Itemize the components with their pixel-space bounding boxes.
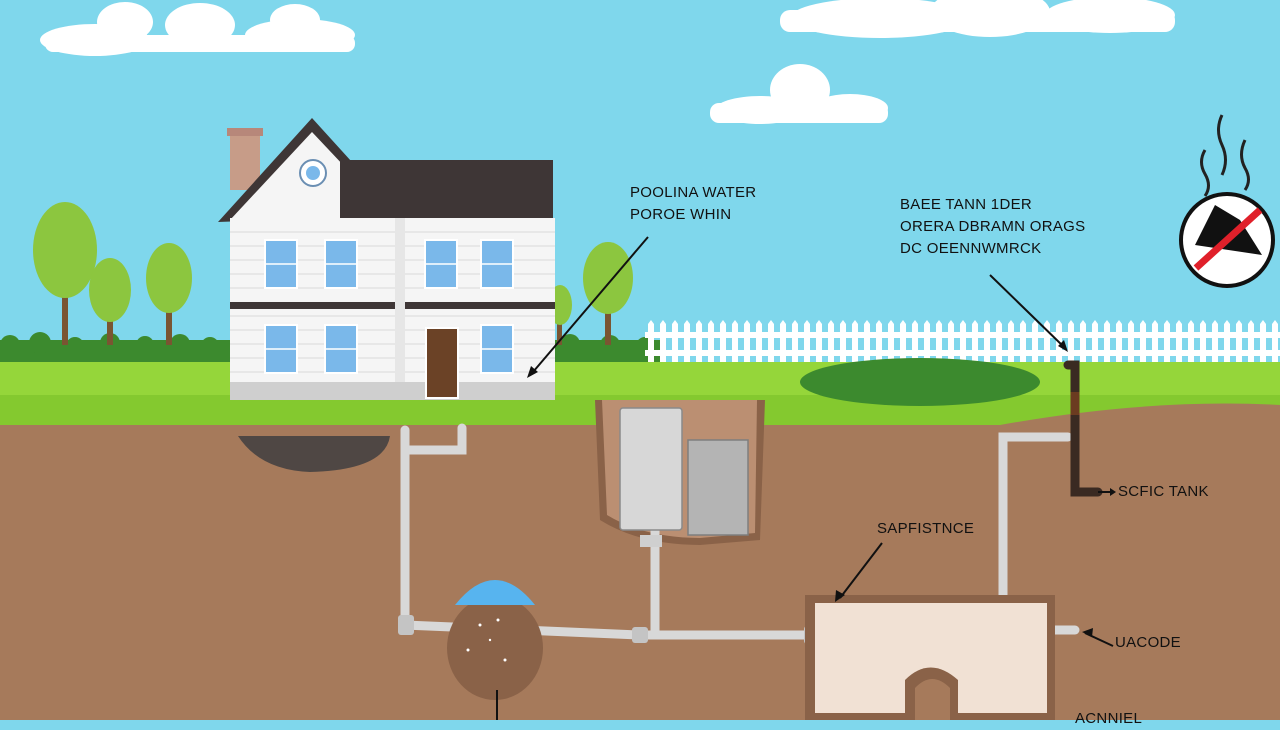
fence-picket xyxy=(1032,320,1038,364)
fence-picket xyxy=(1152,320,1158,364)
no-smell-icon xyxy=(1179,114,1275,288)
fence-picket xyxy=(720,320,726,364)
water-label-line-1: POOLINA WATER xyxy=(630,184,757,201)
tank-label-line-2: ORERA DBRAMN ORAGS xyxy=(900,218,1086,235)
bottom-label: ACNNIEL xyxy=(1075,710,1143,727)
cloud-icon xyxy=(710,64,888,124)
tree-icon xyxy=(583,242,633,345)
control-box xyxy=(687,439,749,536)
fence-picket xyxy=(1212,320,1218,364)
fence-picket xyxy=(816,320,822,364)
fence-picket xyxy=(852,320,858,364)
fence-picket xyxy=(1260,320,1266,364)
fence-picket xyxy=(780,320,786,364)
septic-tank-icon xyxy=(805,595,1055,720)
fence-picket xyxy=(1188,320,1194,364)
vent-pipe xyxy=(1063,360,1103,497)
pump-box xyxy=(619,407,683,531)
soil-mound xyxy=(1000,403,1280,430)
fence-picket xyxy=(864,320,870,364)
water-label-line-2: POROE WHIN xyxy=(630,206,732,223)
tank-label-line-3: DC OEENNWMRCK xyxy=(900,240,1042,257)
cloud-icon xyxy=(780,0,1175,38)
fence-picket xyxy=(1104,320,1110,364)
fence-picket xyxy=(732,320,738,364)
drain-pit xyxy=(238,436,390,472)
fence-picket xyxy=(960,320,966,364)
fence-picket xyxy=(1272,320,1278,364)
fence-picket xyxy=(804,320,810,364)
fence-picket xyxy=(1116,320,1122,364)
tank-label-line-1: BAEE TANN 1DER xyxy=(900,196,1033,213)
fence-picket xyxy=(1140,320,1146,364)
fence-picket xyxy=(996,320,1002,364)
fence-picket xyxy=(1020,320,1026,364)
outlet-label: UACODE xyxy=(1115,634,1181,651)
fence-picket xyxy=(912,320,918,364)
fence-picket xyxy=(948,320,954,364)
fence-picket xyxy=(1200,320,1206,364)
fence-picket xyxy=(972,320,978,364)
fence-pickets xyxy=(648,320,1278,364)
fence-picket xyxy=(1164,320,1170,364)
fence-picket xyxy=(924,320,930,364)
fence-picket xyxy=(984,320,990,364)
water-label: POOLINA WATER POROE WHIN xyxy=(630,182,756,226)
fence-picket xyxy=(936,320,942,364)
fence-picket xyxy=(1044,320,1050,364)
fence-picket xyxy=(1236,320,1242,364)
fence-picket xyxy=(744,320,750,364)
tank-label: BAEE TANN 1DER ORERA DBRAMN ORAGS DC OEE… xyxy=(900,194,1085,260)
septic-tank-label: SCFIC TANK xyxy=(1118,483,1209,500)
fence-picket xyxy=(1128,320,1134,364)
water-well-icon xyxy=(447,580,543,720)
fence-picket xyxy=(1224,320,1230,364)
fence-picket xyxy=(876,320,882,364)
fence-picket xyxy=(840,320,846,364)
fence-picket xyxy=(828,320,834,364)
fence-picket xyxy=(684,320,690,364)
fence-picket xyxy=(1092,320,1098,364)
tree-icon xyxy=(146,243,192,345)
fence-picket xyxy=(1248,320,1254,364)
fence-picket xyxy=(900,320,906,364)
fence-picket xyxy=(696,320,702,364)
fence-picket xyxy=(672,320,678,364)
fence-picket xyxy=(1008,320,1014,364)
fence-picket xyxy=(1080,320,1086,364)
fence-picket xyxy=(1068,320,1074,364)
septic-label-secondary: SAPFISTNCE xyxy=(877,520,975,537)
fence-picket xyxy=(648,320,654,364)
tree-icon xyxy=(33,202,97,345)
fence-picket xyxy=(768,320,774,364)
fence-picket xyxy=(888,320,894,364)
fence-picket xyxy=(756,320,762,364)
fence-picket xyxy=(660,320,666,364)
fence-picket xyxy=(708,320,714,364)
fence-picket xyxy=(1176,320,1182,364)
cloud-icon xyxy=(40,2,355,56)
fence-picket xyxy=(792,320,798,364)
tree-icon xyxy=(89,258,131,345)
house-icon xyxy=(218,118,555,400)
